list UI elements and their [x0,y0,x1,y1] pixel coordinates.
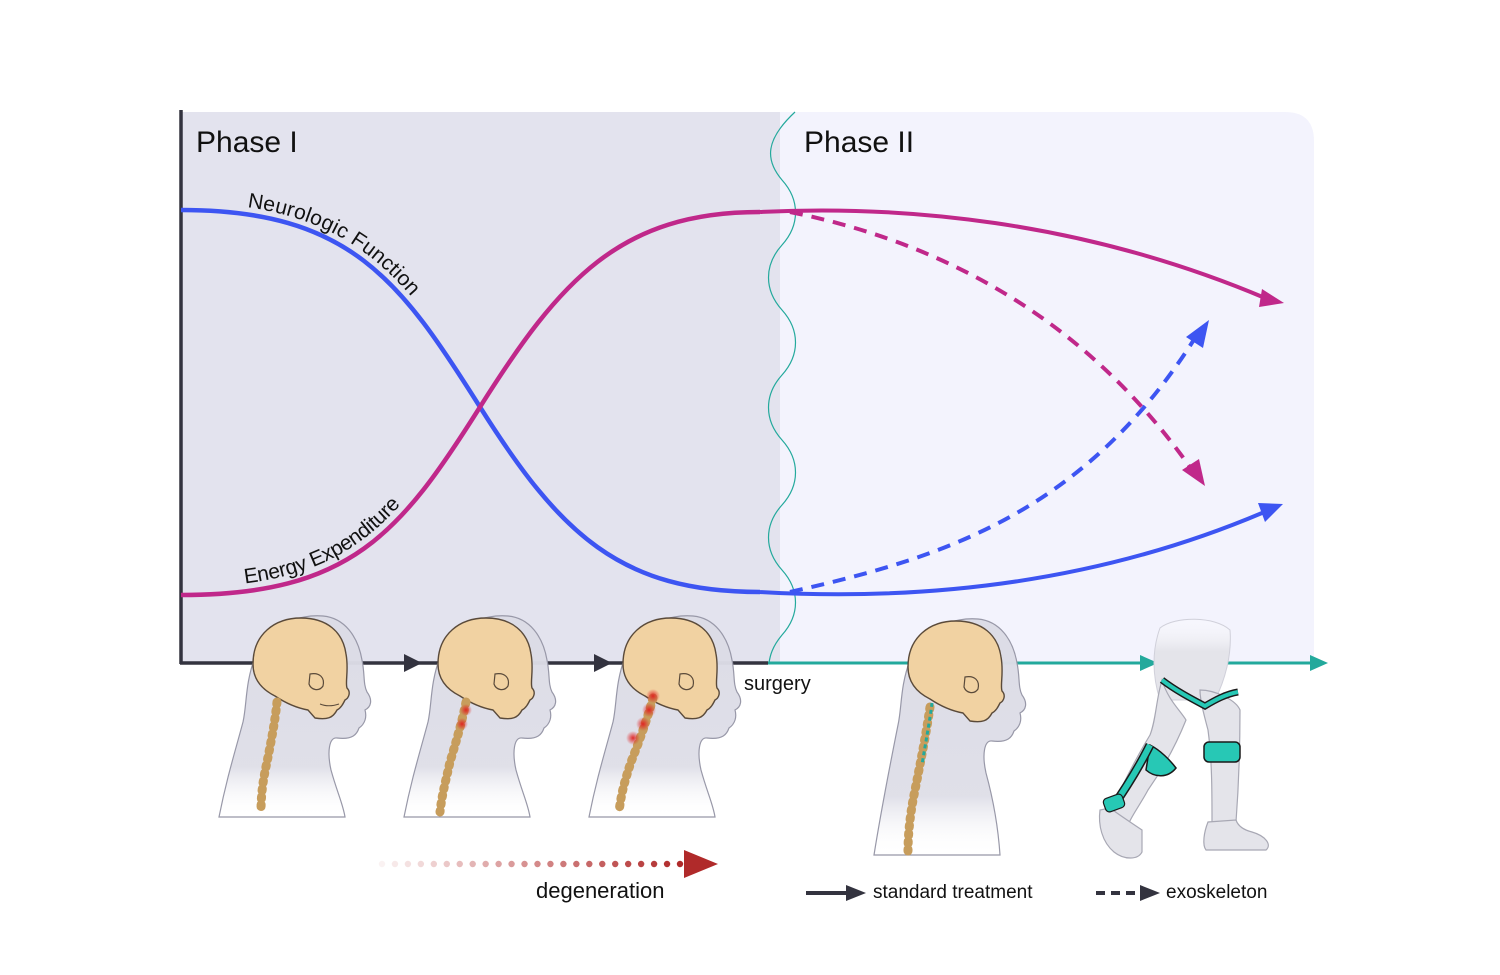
degeneration-dot [482,860,489,868]
degeneration-dot [430,860,438,868]
x-axis-arrow-1 [404,654,422,672]
degeneration-dot [378,860,386,868]
surgery-label: surgery [744,673,811,695]
phase2-background [780,112,1314,663]
neurologic-standard-curve [759,511,1263,597]
degeneration-dot [417,860,425,868]
degeneration-dot [508,860,515,868]
neurologic-standard-arrowhead [1258,503,1283,522]
phase1-label: Phase I [196,126,298,159]
legend-standard-label: standard treatment [873,882,1033,903]
degeneration-dot [443,860,450,868]
degeneration-dot [495,860,502,868]
degeneration-dot [547,860,554,868]
degeneration-dot [521,860,528,868]
degeneration-label: degeneration [536,878,664,903]
head-spine-post-surgery-icon [873,618,1027,856]
x-axis-arrow-3 [1140,655,1158,671]
degeneration-dot [637,860,645,868]
degeneration-dot [612,860,619,868]
degeneration-arrowhead [684,850,718,878]
legs-with-exoskeleton-icon [1098,618,1269,859]
x-axis-arrow-2 [594,654,612,672]
legend-exoskeleton-arrowhead [1140,885,1160,901]
x-axis-arrow-end [1310,655,1328,671]
degeneration-dot [391,860,399,868]
degeneration-dot [560,860,567,868]
degeneration-arrow [378,860,684,868]
degeneration-dot [663,860,671,868]
head-spine-severe-icon [588,615,742,818]
degeneration-dot [586,860,593,868]
energy-expenditure-curve [180,209,761,598]
phase2-label: Phase II [804,126,914,159]
legend-standard-arrowhead [846,885,866,901]
degeneration-dot [469,860,476,868]
degeneration-dot [624,860,632,868]
neurologic-exoskeleton-curve [789,336,1197,594]
energy-standard-arrowhead [1259,289,1284,307]
head-spine-healthy-icon [218,615,372,818]
degeneration-dot [676,860,684,868]
phase1-background [181,112,780,663]
neurologic-exoskeleton-arrowhead [1186,320,1209,348]
legend: standard treatment exoskeleton [806,882,1267,903]
head-spine-degenerating-icon [403,615,557,818]
degeneration-dot [573,860,580,868]
legend-exoskeleton-label: exoskeleton [1166,882,1267,903]
degeneration-dot [534,860,541,868]
degeneration-dot [650,860,658,868]
degeneration-dot [456,860,463,868]
energy-standard-curve [759,208,1266,300]
energy-exoskeleton-arrowhead [1182,459,1205,486]
degeneration-dot [404,860,412,868]
energy-exoskeleton-curve [789,210,1194,472]
degeneration-dot [599,860,606,868]
